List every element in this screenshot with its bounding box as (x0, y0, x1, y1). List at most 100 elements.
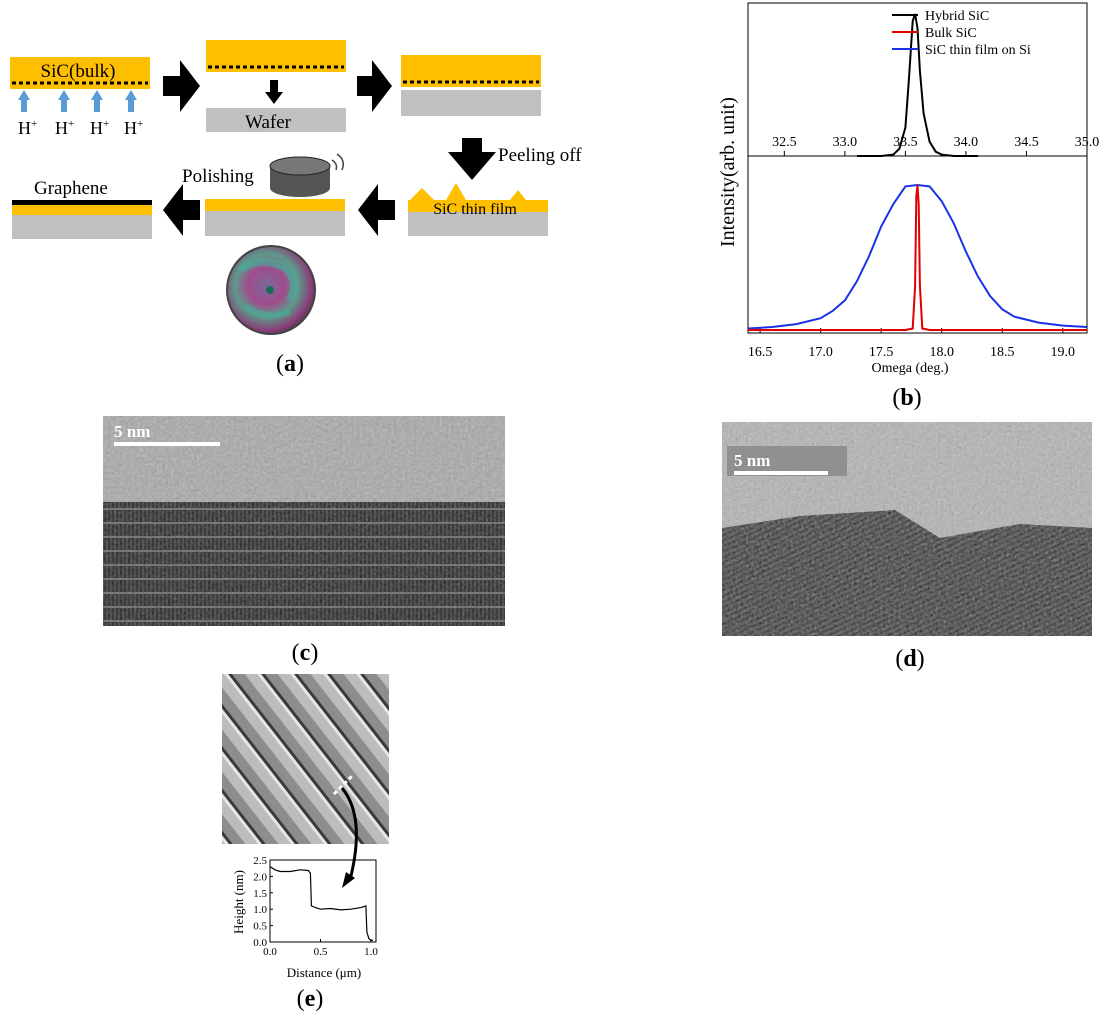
top-series (857, 13, 978, 157)
sic-flipped-block (206, 40, 346, 72)
y-axis-label: Intensity(arb. unit) (717, 97, 739, 247)
x-tick-label: 33.5 (893, 135, 918, 150)
x-tick-label: 1.0 (364, 946, 378, 958)
panel-a-caption: (a) (276, 351, 304, 377)
panel-e-caption: (e) (297, 986, 324, 1012)
profile-series (269, 866, 373, 941)
x-tick-label: 0.5 (314, 946, 328, 958)
height-profile-line (269, 866, 373, 941)
polishing-label: Polishing (182, 166, 254, 187)
panel-e-letter: e (305, 986, 316, 1012)
svg-text:H+: H+ (124, 118, 143, 138)
up-arrow-icon (125, 90, 137, 112)
ion-charge: + (103, 118, 109, 130)
sic-polished-film (205, 199, 345, 211)
down-arrow-icon (448, 138, 496, 180)
roughness-peaks (410, 183, 526, 200)
panel-a-letter: a (284, 351, 296, 377)
wafer-block (408, 212, 548, 236)
x-tick-label: 18.5 (990, 345, 1015, 360)
scale-bar-label: 5 nm (114, 422, 150, 441)
sic-bulk-label: SiC(bulk) (41, 61, 116, 82)
legend-label: Hybrid SiC (925, 9, 989, 24)
x-tick-label: 34.5 (1014, 135, 1039, 150)
right-arrow-icon (163, 60, 200, 112)
scale-bar-label: 5 nm (734, 451, 770, 470)
panel-b-caption: (b) (892, 385, 921, 411)
sic-film-under-graphene (12, 205, 152, 215)
scale-bar (114, 442, 220, 446)
ion-label: H (90, 118, 103, 138)
panel-c-caption: (c) (292, 640, 319, 666)
sic-thin-film (408, 200, 548, 212)
profile-x-label: Distance (μm) (287, 965, 361, 980)
x-tick-label: 0.0 (263, 946, 277, 958)
down-arrow-icon (265, 80, 283, 104)
left-arrow-icon (358, 184, 395, 236)
hydrogen-arrows (18, 90, 137, 112)
x-tick-label: 16.5 (748, 345, 773, 360)
x-axis-label: Omega (deg.) (872, 361, 949, 376)
x-tick-label: 33.0 (833, 135, 858, 150)
profile-axis-ticks: 0.0 0.5 1.0 0.0 0.5 1.0 1.5 2.0 2.5 (253, 855, 378, 958)
left-arrow-icon (163, 184, 200, 236)
up-arrow-icon (91, 90, 103, 112)
panel-d-caption: (d) (895, 646, 924, 672)
wafer-block (205, 211, 345, 236)
profile-plot-frame (269, 859, 377, 943)
graphene-label: Graphene (34, 178, 108, 199)
svg-text:H+: H+ (18, 118, 37, 138)
wafer-photo (226, 245, 316, 335)
profile-y-label: Height (nm) (231, 870, 246, 934)
y-tick-label: 1.5 (253, 888, 267, 900)
ion-charge: + (31, 118, 37, 130)
x-tick-label: 17.0 (808, 345, 833, 360)
profile-line (332, 774, 354, 796)
profile-pointer-arrow (340, 787, 358, 881)
tem-image-c: 5 nm (c) (103, 416, 505, 666)
series-line (747, 183, 1088, 330)
panel-a: SiC(bulk) H+ H+ H+ H+ Wafer Peeling off (0, 0, 640, 400)
panel-b-letter: b (900, 385, 913, 411)
y-tick-label: 0.5 (253, 921, 267, 933)
x-tick-label: 19.0 (1051, 345, 1076, 360)
series-line (748, 184, 1087, 331)
y-tick-label: 0.0 (253, 937, 267, 949)
graphene-layer (12, 200, 152, 205)
x-tick-label: 18.0 (929, 345, 954, 360)
up-arrow-icon (18, 90, 30, 112)
ion-label: H (18, 118, 31, 138)
up-arrow-icon (58, 90, 70, 112)
x-tick-label: 34.0 (954, 135, 979, 150)
hydrogen-ion-labels: H+ H+ H+ H+ (18, 118, 143, 138)
tem-image-d: 5 nm (d) (722, 422, 1092, 672)
panel-d: 5 nm (d) (720, 420, 1095, 680)
y-tick-label: 2.0 (253, 871, 267, 883)
ion-charge: + (137, 118, 143, 130)
bottom-axis-ticks: 16.5 17.0 17.5 18.0 18.5 19.0 (748, 328, 1075, 360)
panel-c-letter: c (300, 640, 311, 666)
wafer-block (206, 108, 346, 132)
svg-text:H+: H+ (55, 118, 74, 138)
wafer-label: Wafer (245, 112, 292, 133)
series-line-hybrid-sic (857, 13, 978, 157)
legend-label: Bulk SiC (925, 26, 977, 41)
wafer-block (401, 90, 541, 116)
y-tick-label: 2.5 (253, 855, 267, 867)
right-arrow-icon (357, 60, 392, 112)
thin-film-label: SiC thin film (433, 201, 517, 218)
y-tick-label: 1.0 (253, 904, 267, 916)
x-tick-label: 17.5 (869, 345, 894, 360)
ion-label: H (124, 118, 137, 138)
plot-bottom-frame (747, 155, 1088, 334)
scale-bar (734, 471, 828, 475)
ion-label: H (55, 118, 68, 138)
sic-bonded-block (401, 55, 541, 87)
arrow-head-icon (342, 872, 355, 888)
wafer-block (12, 215, 152, 239)
